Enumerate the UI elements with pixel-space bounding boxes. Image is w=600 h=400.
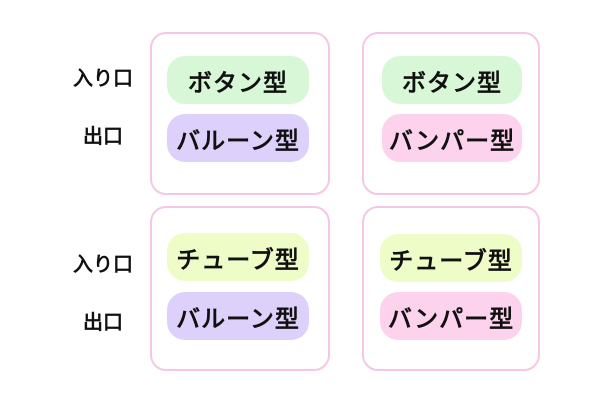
label-exit-bottom: 出口 — [83, 310, 123, 334]
pill-balloon-type: バルーン型 — [167, 114, 309, 162]
pill-balloon-type: バルーン型 — [167, 292, 309, 340]
label-exit-top: 出口 — [83, 124, 123, 148]
label-entrance-bottom: 入り口 — [73, 252, 133, 276]
pill-tube-type: チューブ型 — [167, 233, 309, 281]
pill-tube-type: チューブ型 — [380, 234, 522, 282]
card-tube-balloon: チューブ型 バルーン型 — [150, 206, 330, 371]
card-button-bumper: ボタン型 バンパー型 — [362, 32, 540, 195]
pill-button-type: ボタン型 — [382, 56, 522, 104]
pill-button-type: ボタン型 — [167, 56, 309, 104]
card-button-balloon: ボタン型 バルーン型 — [150, 32, 330, 195]
pill-bumper-type: バンパー型 — [380, 292, 522, 340]
label-entrance-top: 入り口 — [73, 66, 133, 90]
pill-bumper-type: バンパー型 — [382, 114, 522, 162]
card-tube-bumper: チューブ型 バンパー型 — [362, 206, 540, 371]
